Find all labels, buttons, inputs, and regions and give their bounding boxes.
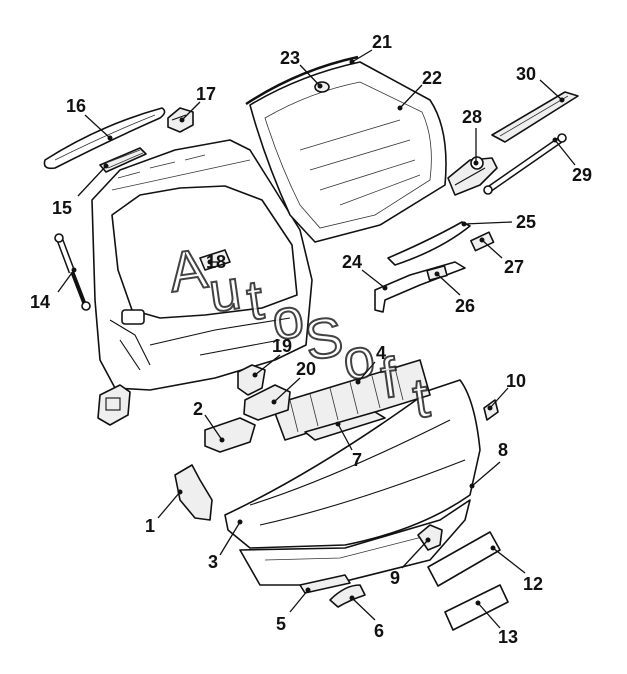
- callout-2[interactable]: 2: [193, 399, 203, 419]
- plate-part[interactable]: [444, 584, 509, 631]
- impact-absorber-part[interactable]: [271, 359, 431, 441]
- hatch-lock-part[interactable]: [97, 384, 131, 426]
- callout-26[interactable]: 26: [455, 296, 475, 316]
- rear-bumper-part[interactable]: [224, 379, 481, 586]
- wiper-blade-part[interactable]: [491, 91, 579, 143]
- callout-10[interactable]: 10: [506, 371, 526, 391]
- window-seal-part[interactable]: [245, 55, 359, 106]
- callout-19[interactable]: 19: [272, 336, 292, 356]
- callout-6[interactable]: 6: [374, 621, 384, 641]
- leader-lines: [57, 49, 576, 629]
- trim-strip-part[interactable]: [387, 221, 471, 266]
- callout-16[interactable]: 16: [66, 96, 86, 116]
- reflector-strip-part[interactable]: [304, 411, 386, 441]
- callout-5[interactable]: 5: [276, 614, 286, 634]
- bracket-20-part[interactable]: [243, 384, 291, 421]
- reflector-part[interactable]: [299, 574, 351, 594]
- tow-cover-part[interactable]: [329, 584, 366, 608]
- callout-17[interactable]: 17: [196, 84, 216, 104]
- callout-21[interactable]: 21: [372, 32, 392, 52]
- callout-15[interactable]: 15: [52, 198, 72, 218]
- callout-27[interactable]: 27: [504, 257, 524, 277]
- callout-3[interactable]: 3: [208, 552, 218, 572]
- callout-labels: 1 2 3 4 5 6 7 8 9 10 12 13 14 15 16 17 1…: [30, 32, 592, 647]
- callout-1[interactable]: 1: [145, 516, 155, 536]
- tailgate-part[interactable]: [91, 139, 313, 391]
- callout-12[interactable]: 12: [523, 574, 543, 594]
- brake-light-part[interactable]: [99, 147, 147, 173]
- callout-13[interactable]: 13: [498, 627, 518, 647]
- side-bracket-part[interactable]: [174, 464, 213, 521]
- callout-14[interactable]: 14: [30, 292, 50, 312]
- tailgate-handle-part[interactable]: [199, 249, 231, 271]
- plate-holder-part[interactable]: [427, 531, 501, 587]
- callout-30[interactable]: 30: [516, 64, 536, 84]
- gas-strut-left-part[interactable]: [54, 233, 91, 311]
- callout-25[interactable]: 25: [516, 212, 536, 232]
- rear-window-part[interactable]: [249, 61, 447, 243]
- callout-29[interactable]: 29: [572, 165, 592, 185]
- callout-28[interactable]: 28: [462, 107, 482, 127]
- callout-22[interactable]: 22: [422, 68, 442, 88]
- wiper-arm-part[interactable]: [483, 133, 567, 195]
- callout-4[interactable]: 4: [376, 343, 386, 363]
- callout-18[interactable]: 18: [206, 252, 226, 272]
- callout-23[interactable]: 23: [280, 48, 300, 68]
- callout-7[interactable]: 7: [352, 450, 362, 470]
- bracket-2-part[interactable]: [204, 417, 256, 453]
- callout-20[interactable]: 20: [296, 359, 316, 379]
- spoiler-part[interactable]: [43, 107, 166, 170]
- callout-24[interactable]: 24: [342, 252, 362, 272]
- callout-8[interactable]: 8: [498, 440, 508, 460]
- callout-9[interactable]: 9: [390, 568, 400, 588]
